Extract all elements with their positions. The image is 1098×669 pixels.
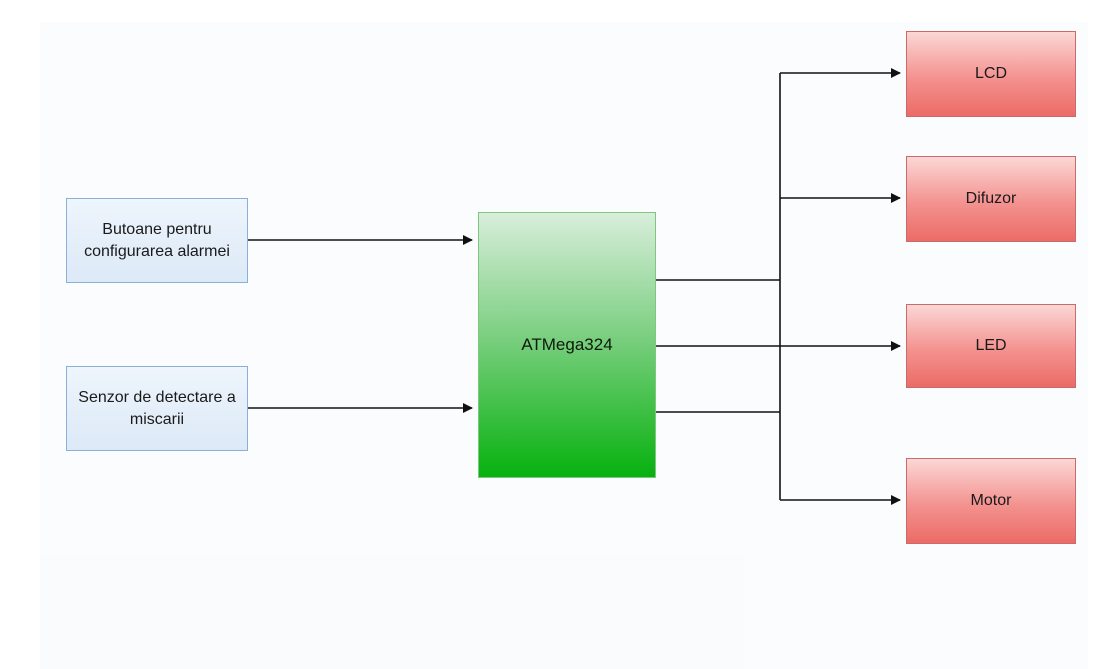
controller-block: ATMega324 bbox=[478, 212, 656, 478]
diagram-background-lower bbox=[40, 555, 745, 669]
output-block-lcd-label: LCD bbox=[974, 65, 1007, 82]
input-block-motion-sensor: Senzor de detectare a miscarii bbox=[66, 366, 248, 451]
input-block-motion-sensor-label: Senzor de detectare a miscarii bbox=[78, 388, 236, 428]
output-block-lcd: LCD bbox=[906, 31, 1076, 117]
input-block-buttons-label: Butoane pentru configurarea alarmei bbox=[84, 220, 230, 260]
output-block-difuzor-label: Difuzor bbox=[965, 190, 1017, 207]
input-block-buttons: Butoane pentru configurarea alarmei bbox=[66, 198, 248, 283]
output-block-difuzor: Difuzor bbox=[906, 156, 1076, 242]
controller-block-label: ATMega324 bbox=[521, 335, 613, 354]
output-block-motor: Motor bbox=[906, 458, 1076, 544]
output-block-led: LED bbox=[906, 304, 1076, 388]
output-block-motor-label: Motor bbox=[970, 492, 1012, 509]
output-block-led-label: LED bbox=[975, 337, 1007, 354]
